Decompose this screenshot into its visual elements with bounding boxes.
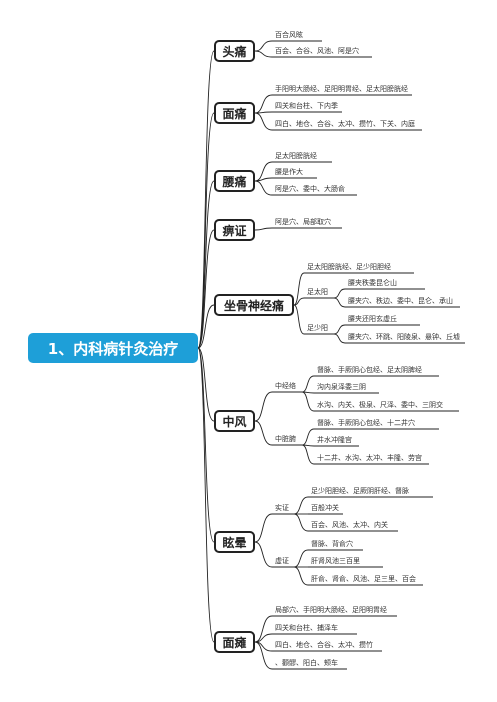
leaf-shizheng-1: 足少阳胆经、足厥阴肝经、督脉 [311,487,409,495]
leaf-connector [333,333,346,344]
topic-bizheng[interactable]: 痹证 [214,219,255,241]
leaf-yaotong-1: 足太阳膀胱经 [275,152,317,160]
topic-miantong[interactable]: 面痛 [214,102,255,124]
leaf-connector [254,615,273,643]
leaf-connector [293,566,309,586]
leaf-zhongzangfu-1: 督脉、手厥阴心包经、十二井穴 [317,419,415,427]
leaf-connector [293,496,309,515]
leaf-connector [254,420,273,446]
root-node[interactable]: 1、内科病针灸治疗 [28,333,198,363]
leaf-connector [254,177,273,182]
leaf-connector [333,297,346,308]
leaf-connector [254,112,273,131]
sub-shizheng[interactable]: 实证 [275,504,289,512]
leaf-connector [254,541,273,568]
leaf-miantan-2: 四关和台柱、捕泽车 [275,624,338,632]
leaf-miantan-1: 局部穴、手阳明大肠经、足阳明胃经 [275,606,387,614]
topic-toutong[interactable]: 头痛 [214,40,255,62]
leaf-zuogu-1: 足太阳膀胱经、足少阳胆经 [307,263,391,271]
root-connector-3 [197,229,215,349]
topic-zuogu[interactable]: 坐骨神经痛 [214,294,294,316]
leaf-connector [293,297,305,306]
root-connector-7 [197,347,215,643]
leaf-connector [254,94,273,114]
sub-zhongzangfu[interactable]: 中脏腑 [275,435,296,443]
leaf-connector [333,288,346,299]
leaf-connector [254,641,273,670]
leaf-zushaoyang-1: 腰夹还阳玄虚丘 [348,315,397,323]
leaf-connector [254,40,273,52]
leaf-connector [254,391,273,422]
leaf-xuzheng-1: 督脉、背俞穴 [311,540,353,548]
leaf-zutaiyang-2: 腰夹穴、秩边、委中、昆仑、承山 [348,297,453,305]
sub-xuzheng[interactable]: 虚证 [275,557,289,565]
leaf-connector [293,549,309,568]
leaf-connector [301,444,315,465]
leaf-zushaoyang-2: 腰夹穴、环跳、阳陵泉、悬钟、丘墟 [348,333,460,341]
leaf-miantong-3: 四白、地仓、合谷、太冲、攒竹、下关、内庭 [275,120,415,128]
leaf-zhongjingluo-3: 水沟、内关、极泉、尺泽、委中、三阴交 [317,401,443,409]
topic-miantan[interactable]: 面瘫 [214,631,255,653]
sub-zhongjingluo[interactable]: 中经络 [275,382,296,390]
leaf-miantan-3: 四白、地仓、合谷、太冲、攒竹 [275,641,373,649]
sub-zutaiyang[interactable]: 足太阳 [307,288,328,296]
leaf-connector [254,227,273,231]
leaf-connector [254,180,273,196]
leaf-connector [333,324,346,335]
topic-xuanyun[interactable]: 眩晕 [214,531,255,553]
leaf-miantong-2: 四关和台柱、下内季 [275,102,338,110]
leaf-zhongjingluo-1: 督脉、手厥阴心包经、足太阴脾经 [317,366,422,374]
leaf-connector [254,513,273,543]
leaf-connector [293,304,305,335]
leaf-connector [293,513,309,532]
root-connector-4 [197,304,215,349]
leaf-zutaiyang-1: 腰夹秩委昆仑山 [348,279,397,287]
leaf-yaotong-3: 阿是穴、委中、大肠俞 [275,185,345,193]
root-connector-6 [197,347,215,543]
root-connector-5 [197,347,215,422]
root-connector-1 [197,112,215,349]
leaf-connector [254,50,273,58]
leaf-xuzheng-3: 肝俞、肾俞、风池、足三里、百会 [311,575,416,583]
leaf-xuzheng-2: 肝肾风池三百里 [311,557,360,565]
leaf-zhongjingluo-2: 沟内泉泽委三阴 [317,383,366,391]
sub-zushaoyang[interactable]: 足少阳 [307,324,328,332]
leaf-shizheng-2: 百般冲关 [311,504,339,512]
leaf-connector [254,161,273,182]
leaf-connector [301,391,315,412]
leaf-yaotong-2: 腰是作大 [275,168,303,176]
leaf-connector [301,428,315,446]
leaf-toutong-1: 百合风眩 [275,31,303,39]
leaf-miantong-1: 手阳明大肠经、足阳明胃经、足太阳膀胱经 [275,85,408,93]
leaf-connector [293,272,305,306]
root-connector-2 [197,180,215,349]
leaf-miantan-4: 、颧髎、阳白、颊车 [275,659,338,667]
leaf-bizheng-1: 阿是穴、局部取穴 [275,218,331,226]
leaf-toutong-2: 百会、合谷、风池、阿是穴 [275,47,359,55]
topic-yaotong[interactable]: 腰痛 [214,170,255,192]
leaf-zhongzangfu-3: 十二井、水沟、太冲、丰隆、劳宫 [317,454,422,462]
topic-zhongfeng[interactable]: 中风 [214,410,255,432]
leaf-connector [301,375,315,393]
leaf-zhongzangfu-2: 井水冲隆宫 [317,436,352,444]
leaf-shizheng-3: 百会、风池、太冲、内关 [311,521,388,529]
